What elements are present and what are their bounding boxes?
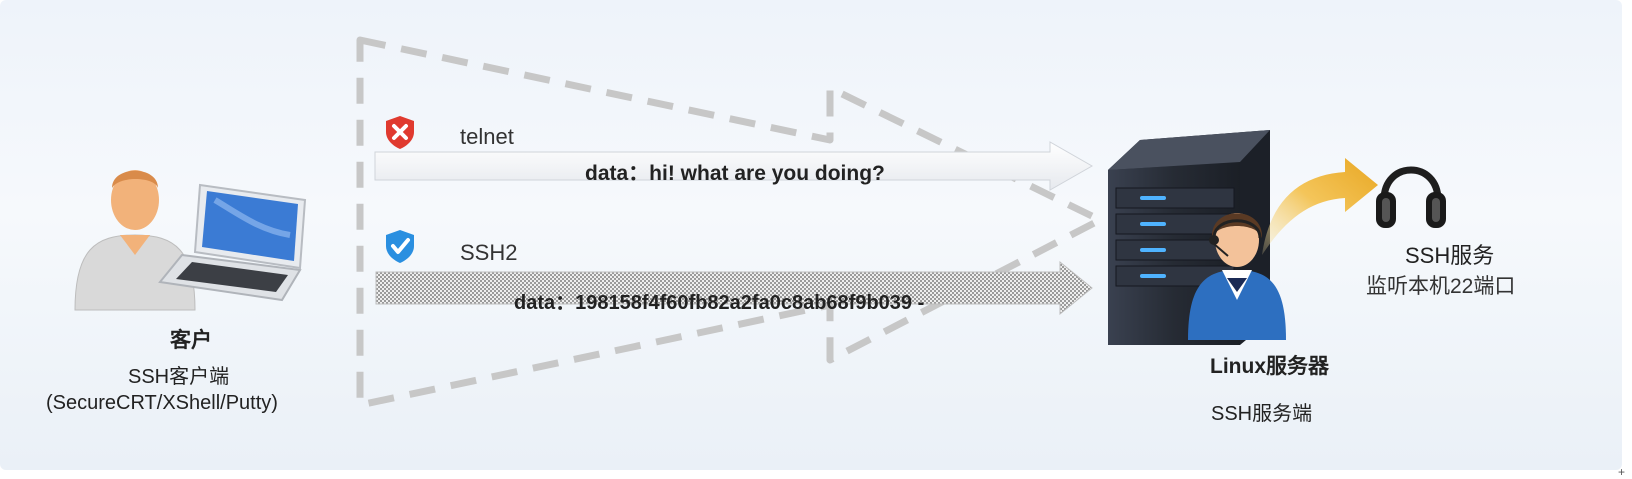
ssh-service-port-text: 监听本机22端口: [1366, 275, 1516, 298]
client-title: 客户: [170, 329, 212, 352]
shield-x-icon: [386, 116, 414, 149]
ssh-service-title: SSH服务: [1405, 243, 1495, 268]
client-tools-label: (SecureCRT/XShell/Putty): [46, 392, 278, 414]
operator-headset-icon: [1188, 213, 1286, 340]
ssh2-label: SSH2: [460, 240, 518, 265]
user-icon: [74, 170, 196, 311]
telnet-label: telnet: [460, 124, 514, 149]
corner-plus-icon: +: [1618, 465, 1626, 479]
ssh-encrypted-data-arrow: [375, 260, 1093, 316]
shield-check-icon: [386, 230, 414, 263]
ssh2-data-text: data：198158f4f60fb82a2fa0c8ab68f9b039 -: [514, 292, 925, 314]
server-subtitle: SSH服务端: [1211, 403, 1313, 425]
server-tower-icon: [1108, 130, 1270, 345]
telnet-data-arrow: [374, 141, 1094, 191]
dashed-channel-arrow: [356, 36, 1104, 409]
headphones-icon: [1376, 166, 1446, 228]
telnet-data-text: data：hi! what are you doing?: [585, 162, 885, 185]
diagram-canvas: 客户 SSH客户端 (SecureCRT/XShell/Putty) telne…: [0, 0, 1622, 470]
curved-arrow-icon: [1262, 158, 1378, 255]
laptop-icon: [158, 183, 307, 302]
server-title: Linux服务器: [1210, 355, 1329, 378]
ssh-client-label: SSH客户端: [128, 366, 230, 388]
